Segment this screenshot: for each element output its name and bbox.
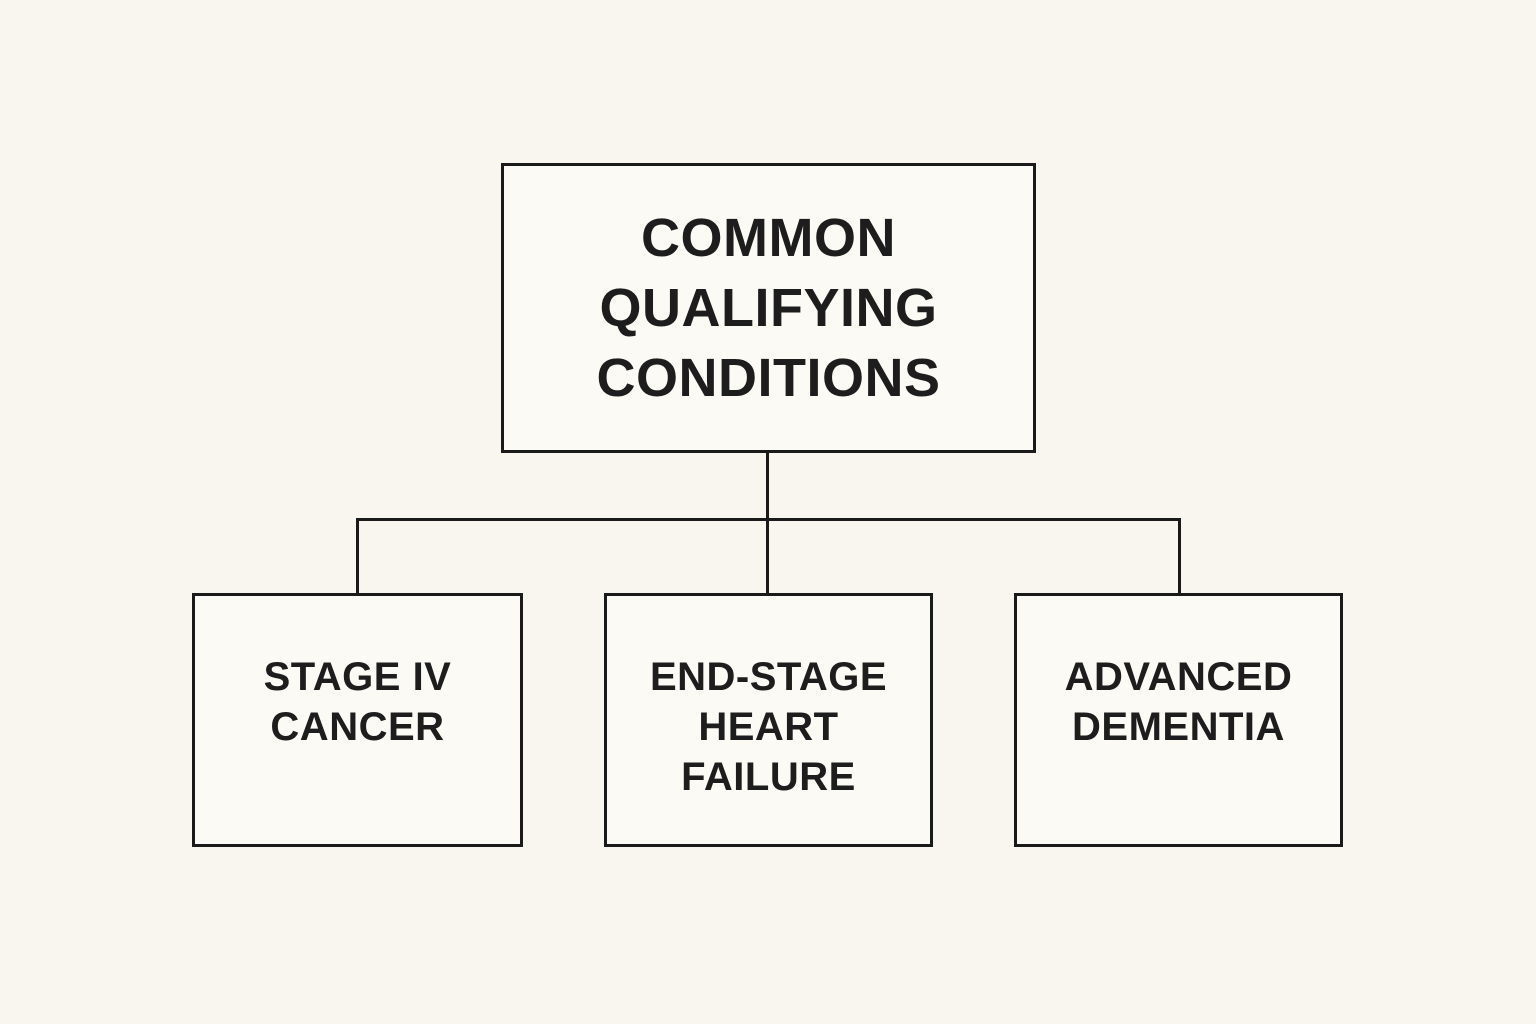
node-advanced-dementia: ADVANCED DEMENTIA — [1014, 593, 1343, 847]
node-end-stage-heart-failure-label: END-STAGE HEART FAILURE — [649, 655, 888, 799]
node-end-stage-heart-failure: END-STAGE HEART FAILURE — [604, 593, 933, 847]
node-stage-iv-cancer-label: STAGE IV CANCER — [263, 655, 452, 749]
connector-drop-end-stage-heart-failure — [766, 518, 769, 594]
connector-root-stem — [766, 453, 769, 519]
connector-drop-advanced-dementia — [1178, 518, 1181, 594]
node-common-qualifying-conditions: COMMON QUALIFYING CONDITIONS — [501, 163, 1036, 453]
node-advanced-dementia-label: ADVANCED DEMENTIA — [1064, 655, 1293, 749]
connector-drop-stage-iv-cancer — [356, 518, 359, 594]
node-common-qualifying-conditions-label: COMMON QUALIFYING CONDITIONS — [596, 208, 941, 408]
node-stage-iv-cancer: STAGE IV CANCER — [192, 593, 523, 847]
